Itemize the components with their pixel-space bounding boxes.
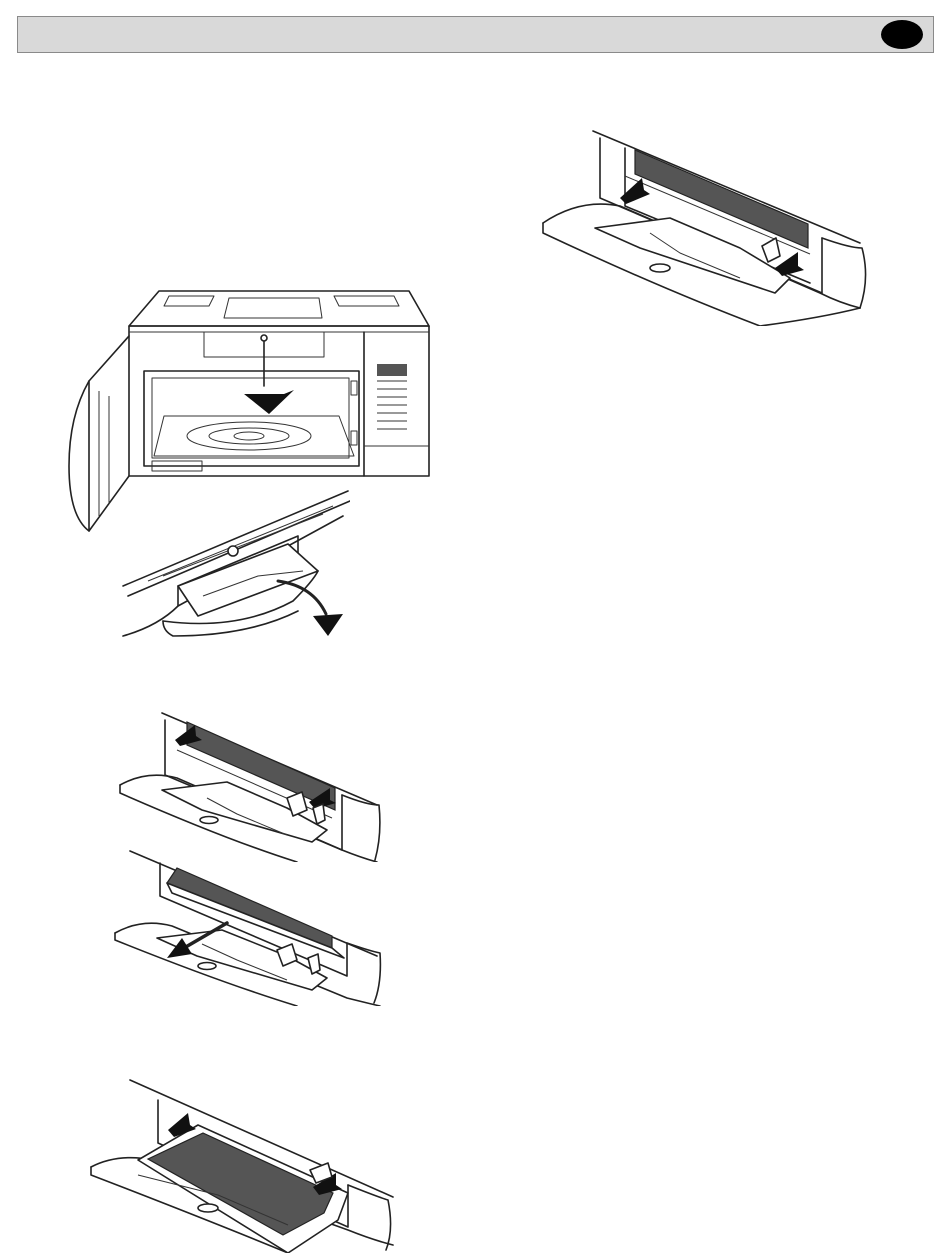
filter-pull-out-illustration [112,848,382,1006]
header-bar [17,16,934,53]
filter-insert-new-illustration [88,1075,394,1253]
header-badge [881,20,923,49]
filter-cover-swing-down-illustration [118,486,350,644]
filter-push-up-illustration [117,710,382,862]
filter-reinstall-illustration [540,128,870,326]
curved-arrow-icon [278,581,343,636]
